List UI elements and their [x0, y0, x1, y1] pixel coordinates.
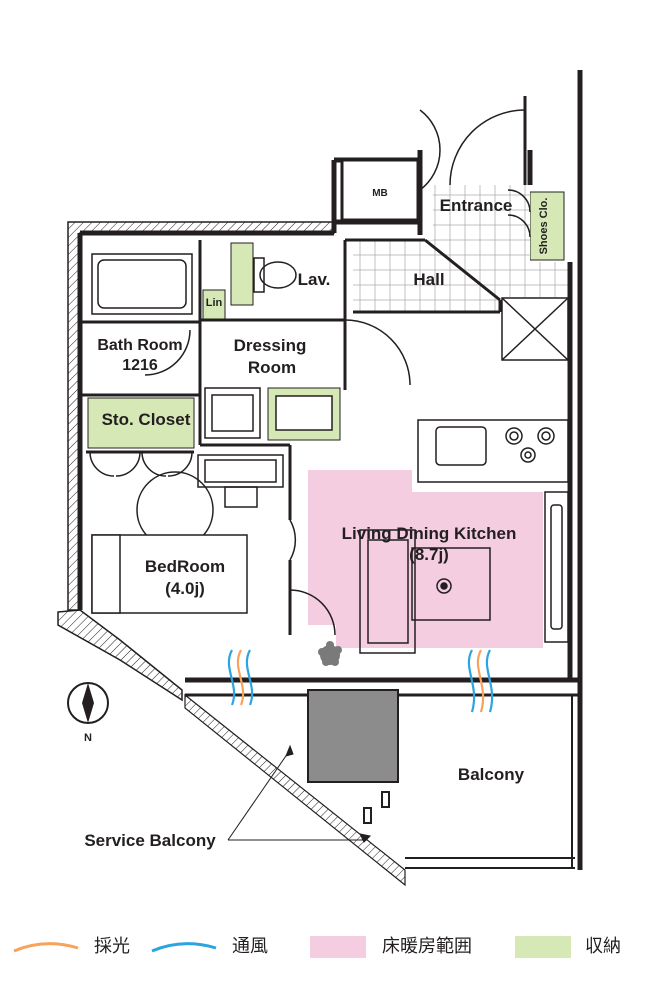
shaft-column — [307, 689, 399, 783]
compass: N — [67, 682, 109, 744]
desk-chair — [136, 454, 284, 549]
legend-storage-label: 収納 — [585, 936, 621, 957]
balcony-structure — [307, 689, 575, 869]
legend-floor-heating-swatch — [310, 936, 366, 958]
flow-arrows — [227, 649, 494, 713]
legend-daylight-swatch — [13, 942, 79, 953]
dressing-label-line2: Room — [248, 358, 296, 377]
mb-label: MB — [372, 188, 388, 199]
legend-daylight-label: 採光 — [94, 936, 130, 957]
hall-label: Hall — [413, 270, 444, 289]
plant — [318, 641, 342, 666]
dining-set — [359, 529, 491, 654]
dressing-label-line1: Dressing — [234, 336, 307, 355]
bedroom-label-line1: BedRoom — [145, 557, 225, 576]
walls — [57, 221, 406, 887]
service-balcony-pointers — [227, 744, 372, 843]
bedroom-label-line2: (4.0j) — [165, 579, 205, 598]
storage-closet-label: Sto. Closet — [102, 410, 191, 429]
entrance-label: Entrance — [440, 196, 513, 215]
bath-room-label: Bath Room — [97, 337, 182, 354]
legend-ventilation-swatch — [151, 942, 217, 953]
bed — [91, 534, 248, 614]
storage-closet-zone — [87, 397, 195, 449]
partitions — [80, 238, 502, 635]
lav-storage-zone — [230, 242, 254, 306]
kitchen — [417, 297, 569, 643]
shoes-closet-zone — [529, 191, 565, 261]
shoes-closet-label: Shoes Clo. — [538, 198, 550, 255]
floor-heating-zone — [308, 470, 543, 648]
balcony-label: Balcony — [458, 765, 525, 784]
toilet — [253, 257, 297, 293]
ldk-label-line2: (8.7j) — [409, 545, 449, 564]
legend-ventilation-label: 通風 — [232, 936, 268, 957]
legend-storage-swatch — [515, 936, 571, 958]
ldk-label-line1: Living Dining Kitchen — [342, 524, 517, 543]
lav-label: Lav. — [298, 270, 331, 289]
bath-tub — [91, 253, 193, 315]
dressing-fixtures — [204, 387, 333, 439]
bath-size-label: 1216 — [122, 357, 158, 374]
compass-north-label: N — [84, 732, 92, 744]
mb-shaft — [340, 158, 420, 222]
legend-floor-heating-label: 床暖房範囲 — [382, 936, 472, 957]
doors — [89, 96, 531, 636]
service-balcony-label: Service Balcony — [84, 831, 216, 850]
legend: 採光 通風 床暖房範囲 収納 — [13, 936, 621, 958]
linen-label: Lin — [206, 297, 223, 309]
